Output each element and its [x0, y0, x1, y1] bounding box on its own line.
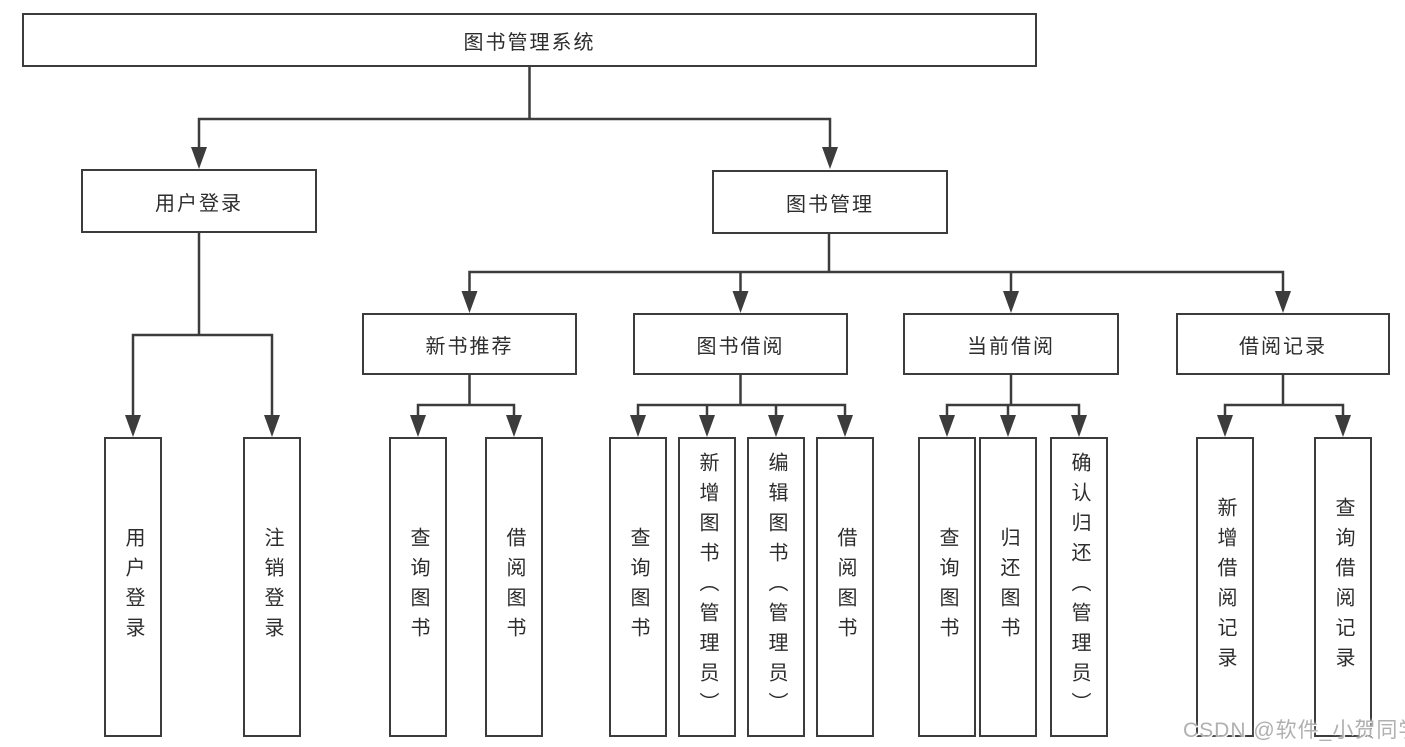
node-label: 查询图书	[936, 527, 958, 647]
leaf-add-book-admin: 新增图书（管理员）	[678, 437, 736, 737]
leaf-query-borrow-record: 查询借阅记录	[1314, 437, 1372, 737]
node-label: 用户登录	[122, 527, 144, 647]
leaf-confirm-return-admin: 确认归还（管理员）	[1050, 437, 1108, 737]
node-current-borrowing: 当前借阅	[903, 313, 1119, 375]
node-label: 新书推荐	[425, 335, 514, 358]
node-book-borrowing: 图书借阅	[633, 313, 848, 375]
watermark: CSDN @软件_小贺同学	[1183, 719, 1405, 742]
node-library-system: 图书管理系统	[22, 13, 1037, 67]
leaf-borrow-books: 借阅图书	[816, 437, 874, 737]
leaf-query-books: 查询图书	[609, 437, 667, 737]
node-label: 用户登录	[155, 192, 243, 215]
arrowhead-icons	[125, 147, 1351, 437]
node-label: 借阅图书	[503, 527, 525, 647]
leaf-query-books-recommend: 查询图书	[389, 437, 447, 737]
node-book-management: 图书管理	[712, 170, 948, 234]
node-label: 图书借阅	[696, 335, 785, 358]
node-label: 确认归还（管理员）	[1068, 452, 1090, 722]
node-label: 借阅图书	[834, 527, 856, 647]
leaf-user-login: 用户登录	[104, 437, 162, 737]
node-borrowing-records: 借阅记录	[1176, 313, 1390, 375]
leaf-return-book: 归还图书	[979, 437, 1037, 737]
leaf-borrow-books-recommend: 借阅图书	[485, 437, 543, 737]
node-label: 图书管理	[786, 193, 874, 216]
node-user-login: 用户登录	[81, 169, 317, 233]
node-label: 图书管理系统	[463, 31, 596, 54]
node-label: 新增图书（管理员）	[696, 452, 718, 722]
leaf-edit-book-admin: 编辑图书（管理员）	[747, 437, 805, 737]
node-label: 查询图书	[627, 527, 649, 647]
node-new-book-recommendation: 新书推荐	[362, 313, 577, 375]
node-label: 编辑图书（管理员）	[765, 452, 787, 722]
node-label: 新增借阅记录	[1214, 497, 1236, 677]
node-label: 归还图书	[997, 527, 1019, 647]
leaf-logout: 注销登录	[243, 437, 301, 737]
leaf-add-borrow-record: 新增借阅记录	[1196, 437, 1254, 737]
leaf-query-books-current: 查询图书	[918, 437, 976, 737]
node-label: 借阅记录	[1239, 335, 1327, 358]
node-label: 查询借阅记录	[1332, 497, 1354, 677]
node-label: 当前借阅	[967, 335, 1055, 358]
node-label: 注销登录	[261, 527, 283, 647]
node-label: 查询图书	[407, 527, 429, 647]
